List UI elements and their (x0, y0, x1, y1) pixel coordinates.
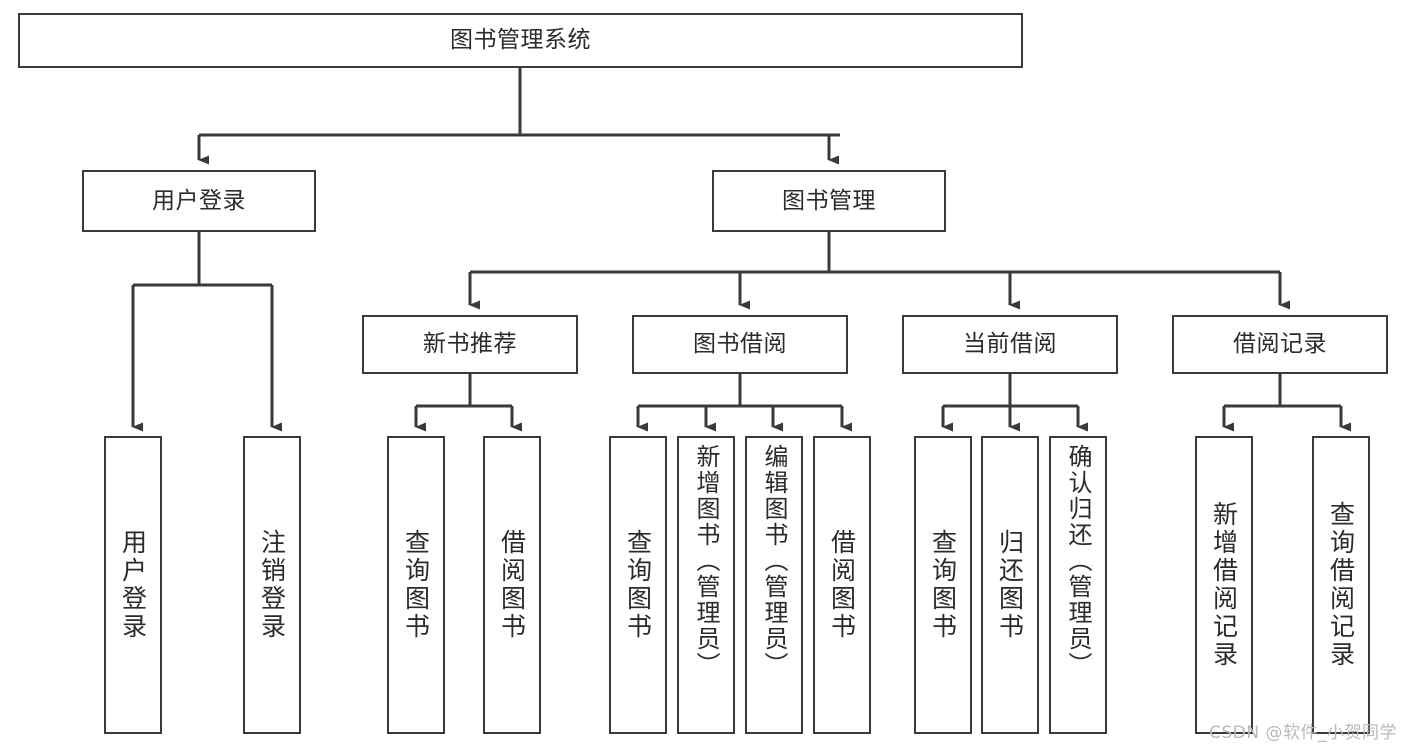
node-new-book-recommend[interactable]: 新书推荐 (362, 315, 578, 374)
node-leaf-query-book-2-label: 查询图书 (623, 529, 653, 641)
node-leaf-borrow-book-1[interactable]: 借阅图书 (483, 436, 541, 734)
node-leaf-confirm-return-admin[interactable]: 确认归还（管理员） (1049, 436, 1107, 734)
node-leaf-add-book-admin[interactable]: 新增图书（管理员） (677, 436, 735, 734)
node-user-login-label: 用户登录 (152, 187, 246, 214)
node-leaf-query-book-1[interactable]: 查询图书 (387, 436, 445, 734)
node-book-management-label: 图书管理 (782, 187, 876, 214)
node-book-management[interactable]: 图书管理 (712, 170, 946, 232)
node-leaf-logout[interactable]: 注销登录 (243, 436, 301, 734)
node-current-borrow[interactable]: 当前借阅 (902, 315, 1118, 374)
node-leaf-return-book-label: 归还图书 (995, 529, 1025, 641)
node-borrow-records-label: 借阅记录 (1233, 331, 1327, 358)
node-leaf-add-borrow-record-label: 新增借阅记录 (1209, 501, 1239, 669)
node-leaf-confirm-return-admin-label: 确认归还（管理员） (1064, 444, 1092, 678)
node-user-login[interactable]: 用户登录 (82, 170, 316, 232)
node-leaf-add-borrow-record[interactable]: 新增借阅记录 (1195, 436, 1253, 734)
node-leaf-return-book[interactable]: 归还图书 (981, 436, 1039, 734)
node-leaf-user-login-label: 用户登录 (118, 529, 148, 641)
node-book-borrow[interactable]: 图书借阅 (632, 315, 848, 374)
node-leaf-user-login[interactable]: 用户登录 (104, 436, 162, 734)
node-leaf-query-book-1-label: 查询图书 (401, 529, 431, 641)
node-book-borrow-label: 图书借阅 (693, 331, 787, 358)
node-leaf-query-borrow-record-label: 查询借阅记录 (1326, 501, 1356, 669)
node-current-borrow-label: 当前借阅 (963, 331, 1057, 358)
node-leaf-borrow-book-2[interactable]: 借阅图书 (813, 436, 871, 734)
node-leaf-add-book-admin-label: 新增图书（管理员） (692, 444, 720, 678)
node-leaf-query-book-3[interactable]: 查询图书 (914, 436, 972, 734)
node-root-label: 图书管理系统 (450, 27, 591, 54)
node-root[interactable]: 图书管理系统 (18, 13, 1023, 68)
node-leaf-query-borrow-record[interactable]: 查询借阅记录 (1312, 436, 1370, 734)
node-leaf-query-book-3-label: 查询图书 (928, 529, 958, 641)
node-leaf-edit-book-admin-label: 编辑图书（管理员） (760, 444, 788, 678)
node-leaf-edit-book-admin[interactable]: 编辑图书（管理员） (745, 436, 803, 734)
node-leaf-logout-label: 注销登录 (257, 529, 287, 641)
node-leaf-borrow-book-1-label: 借阅图书 (497, 529, 527, 641)
node-new-book-recommend-label: 新书推荐 (423, 331, 517, 358)
node-leaf-query-book-2[interactable]: 查询图书 (609, 436, 667, 734)
node-borrow-records[interactable]: 借阅记录 (1172, 315, 1388, 374)
node-leaf-borrow-book-2-label: 借阅图书 (827, 529, 857, 641)
